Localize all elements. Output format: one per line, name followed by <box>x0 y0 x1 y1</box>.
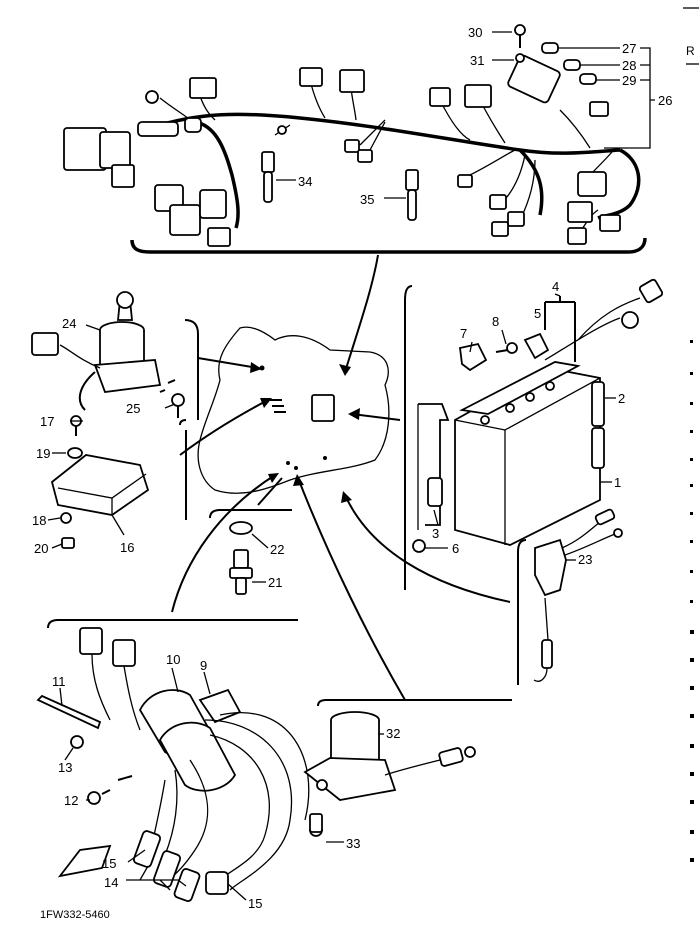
callout-22: 22 <box>270 542 284 557</box>
callout-1: 1 <box>614 475 621 490</box>
ignition-coil-group <box>36 619 310 902</box>
callout-13: 13 <box>58 760 72 775</box>
callout-14: 14 <box>104 875 118 890</box>
callout-labels: 30 31 27 28 29 26 34 35 24 7 8 5 4 2 1 3… <box>32 25 672 911</box>
callout-8: 8 <box>492 314 499 329</box>
callout-5: 5 <box>534 306 541 321</box>
callout-27: 27 <box>622 41 636 56</box>
callout-16: 16 <box>120 540 134 555</box>
callout-34: 34 <box>298 174 312 189</box>
callout-25: 25 <box>126 401 140 416</box>
edge-marks <box>690 340 694 862</box>
callout-6: 6 <box>452 541 459 556</box>
callout-2: 2 <box>618 391 625 406</box>
callout-9: 9 <box>200 658 207 673</box>
callout-10: 10 <box>166 652 180 667</box>
callout-15a: 15 <box>102 856 116 871</box>
callout-35: 35 <box>360 192 374 207</box>
callout-26: 26 <box>658 93 672 108</box>
callout-21: 21 <box>268 575 282 590</box>
callout-30: 30 <box>468 25 482 40</box>
callout-leaders <box>47 31 655 901</box>
callout-31: 31 <box>470 53 484 68</box>
callout-19: 19 <box>36 446 50 461</box>
callout-23: 23 <box>578 552 592 567</box>
callout-12: 12 <box>64 793 78 808</box>
callout-29: 29 <box>622 73 636 88</box>
callout-7: 7 <box>460 326 467 341</box>
callout-33: 33 <box>346 836 360 851</box>
switch-group <box>209 509 292 595</box>
callout-3: 3 <box>432 526 439 541</box>
edge-letter-r: R <box>686 44 695 58</box>
callout-32: 32 <box>386 726 400 741</box>
callout-28: 28 <box>622 58 636 73</box>
figure-code: 1FW332-5460 <box>40 909 110 921</box>
main-switch-group <box>31 291 199 549</box>
callout-11: 11 <box>52 674 66 689</box>
callout-18: 18 <box>32 513 46 528</box>
battery-group <box>404 278 664 590</box>
wire-harness-group <box>63 24 647 254</box>
sensor-group <box>517 508 623 685</box>
callout-4: 4 <box>552 279 559 294</box>
frame-outline <box>197 326 390 494</box>
callout-15b: 15 <box>248 896 262 911</box>
callout-20: 20 <box>34 541 48 556</box>
callout-24: 24 <box>62 316 76 331</box>
relay-group <box>303 699 512 837</box>
callout-17: 17 <box>40 414 54 429</box>
